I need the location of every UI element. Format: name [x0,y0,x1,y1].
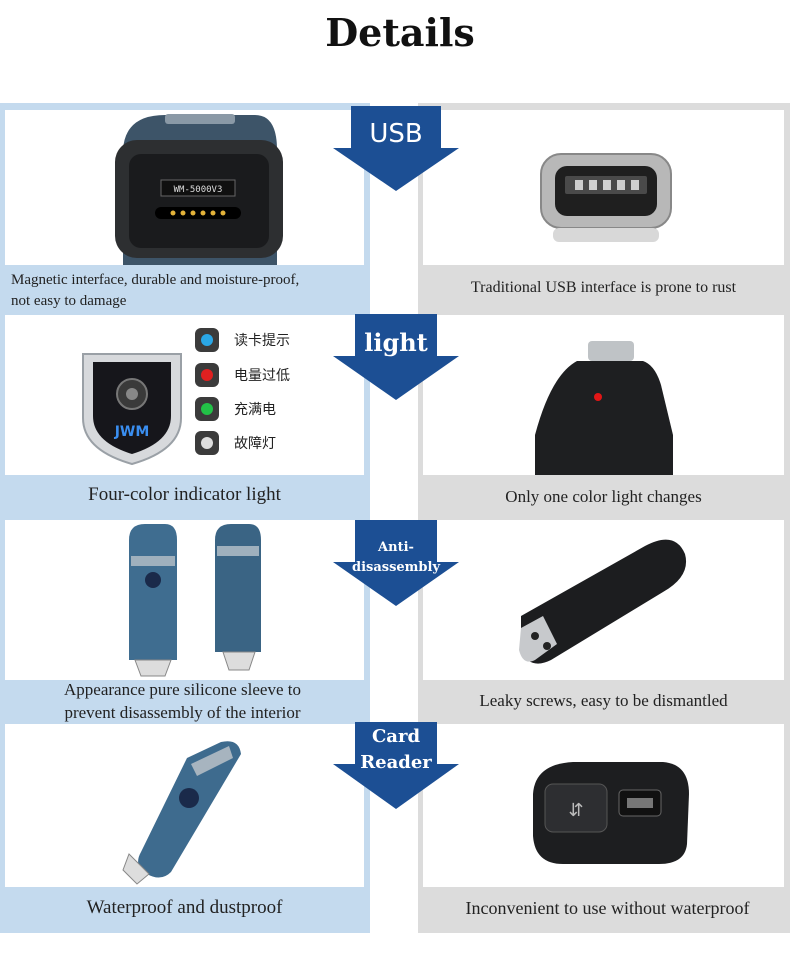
indicator-read-card: 读卡提示 [195,328,290,352]
card-reader-arrow-label-2: Reader [360,752,432,773]
left-caption-card-reader: Waterproof and dustproof [86,897,283,918]
single-light-photo [423,315,784,475]
magnetic-interface-photo: WM-5000V3 [5,110,364,265]
usb-arrow-label: USB [369,119,423,149]
indicator-low-battery: 电量过低 [195,363,290,387]
right-caption-light: Only one color light changes [505,487,702,506]
shield-logo-icon: JWM [82,353,182,466]
light-arrow-label: light [364,328,428,357]
jwm-logo-text: JWM [114,424,150,440]
left-caption-anti-disassembly: Appearance pure silicone sleeve to preve… [64,680,301,722]
left-caption-usb: Magnetic interface, durable and moisture… [11,272,300,309]
fault-light-icon [195,431,219,455]
anti-disassembly-arrow-label-2: disassembly [351,560,441,575]
usb-arrow: USB [333,106,459,191]
charged-dot [201,403,213,415]
anti-disassembly-arrow-label-1: Anti- [378,540,414,555]
indicator-fault: 故障灯 [195,431,276,455]
fault-dot [201,437,213,449]
read-card-dot [201,334,213,346]
card-reader-arrow: Card Reader [333,722,459,809]
charged-light-icon [195,397,219,421]
usb-symbol-icon: ⇵ [568,800,583,821]
page-title: Details [325,10,475,55]
card-reader-arrow-label-1: Card [371,726,421,747]
indicator-light-photo: JWM [5,315,364,475]
usb-port-photo [423,110,784,265]
light-arrow: light [333,314,459,400]
charged-label: 充满电 [234,402,276,418]
indicator-fully-charged: 充满电 [195,397,276,421]
screwed-device-photo [423,520,784,680]
anti-disassembly-arrow: Anti- disassembly [333,520,459,606]
low-battery-label: 电量过低 [234,368,290,384]
read-card-light-icon [195,328,219,352]
fault-label: 故障灯 [234,436,276,452]
low-battery-light-icon [195,363,219,387]
silicone-sleeve-photo [5,520,364,680]
low-battery-dot [201,369,213,381]
card-reader-port-photo: ⇵ [423,724,784,887]
read-card-label: 读卡提示 [234,333,290,349]
right-caption-usb: Traditional USB interface is prone to ru… [470,279,737,296]
right-caption-anti-disassembly: Leaky screws, easy to be dismantled [479,691,728,710]
device-model-label: WM-5000V3 [174,185,223,195]
left-caption-light: Four-color indicator light [88,484,281,505]
right-caption-card-reader: Inconvenient to use without waterproof [465,898,750,918]
waterproof-device-photo [5,724,364,887]
